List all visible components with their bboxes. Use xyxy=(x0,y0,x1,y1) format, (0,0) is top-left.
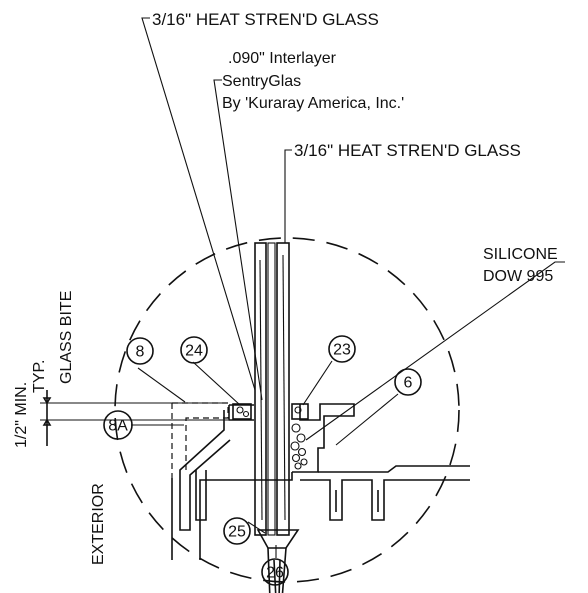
left-gasket xyxy=(232,403,252,420)
label-interlayer-1: .090" Interlayer xyxy=(228,50,337,67)
label-exterior: EXTERIOR xyxy=(90,483,107,565)
callout-24: 24 xyxy=(180,336,208,364)
label-interlayer-2: SentryGlas xyxy=(222,73,301,90)
callout-8: 8 xyxy=(126,337,154,365)
callout-25: 25 xyxy=(223,517,251,545)
glass-assembly xyxy=(254,242,300,593)
left-frame-extrusion xyxy=(171,404,254,560)
callout-8a: 8A xyxy=(103,410,133,440)
label-glass-inner: 3/16" HEAT STREN'D GLASS xyxy=(294,141,521,160)
silicone-bead xyxy=(290,423,308,470)
leader-lines xyxy=(131,17,565,558)
inner-glass-pane xyxy=(276,242,290,536)
callout-26: 26 xyxy=(261,558,289,586)
svg-text:26: 26 xyxy=(266,565,284,582)
label-bite-3: GLASS BITE xyxy=(58,291,75,384)
svg-text:23: 23 xyxy=(333,342,351,359)
anchor-26 xyxy=(267,547,287,593)
label-silicone-1: SILICONE xyxy=(483,246,558,263)
svg-text:8: 8 xyxy=(136,344,145,361)
label-bite-1: 1/2" MIN. xyxy=(13,382,30,448)
svg-text:24: 24 xyxy=(185,343,203,360)
interlayer xyxy=(267,242,276,536)
callout-6: 6 xyxy=(394,368,422,396)
label-interlayer-3: By 'Kuraray America, Inc.' xyxy=(222,95,404,112)
callout-23: 23 xyxy=(328,335,356,363)
label-glass-outer: 3/16" HEAT STREN'D GLASS xyxy=(152,10,379,29)
svg-text:6: 6 xyxy=(404,375,413,392)
svg-text:25: 25 xyxy=(228,524,246,541)
right-frame-extrusion xyxy=(199,403,470,560)
label-bite-2: TYP. xyxy=(31,360,48,394)
svg-text:8A: 8A xyxy=(108,418,128,435)
glass-bite-dimension xyxy=(40,390,228,446)
detail-circle xyxy=(114,237,460,583)
left-dashed-box xyxy=(171,402,229,478)
label-silicone-2: DOW 995 xyxy=(483,268,553,285)
